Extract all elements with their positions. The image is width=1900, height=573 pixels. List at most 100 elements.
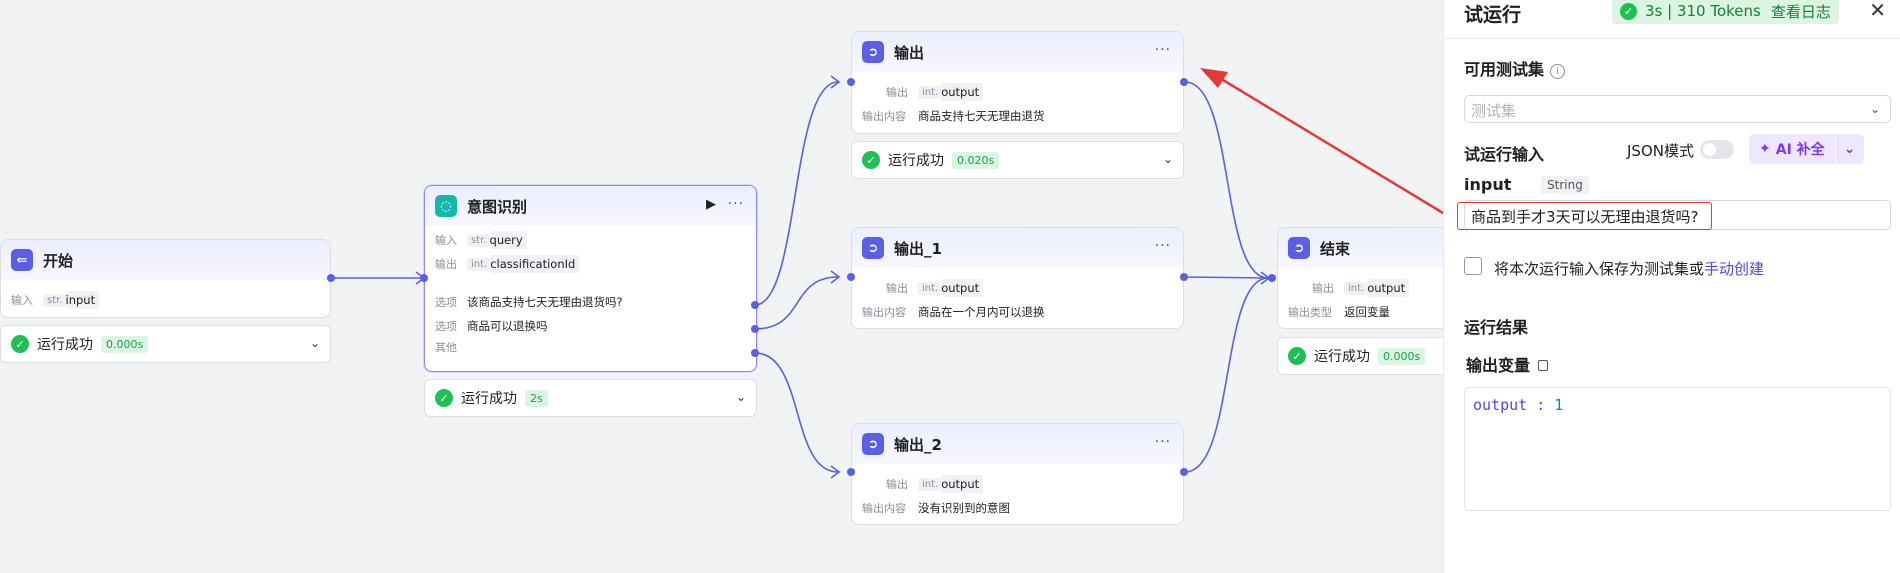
- output-label: 输出: [435, 258, 457, 271]
- info-icon[interactable]: i: [1550, 64, 1566, 79]
- output-status[interactable]: ✓ 运行成功 0.020s ⌄: [851, 141, 1184, 179]
- output1-out-port[interactable]: [1180, 273, 1188, 281]
- end-in-port[interactable]: [1268, 274, 1276, 282]
- type-tag: str.: [467, 233, 490, 247]
- edge-intent-output1: [754, 276, 839, 330]
- close-icon[interactable]: ✕: [1869, 0, 1886, 22]
- save-testset-checkbox[interactable]: [1464, 257, 1482, 275]
- output-label: 输出: [1312, 282, 1334, 295]
- start-status[interactable]: ✓ 运行成功 0.000s ⌄: [0, 325, 331, 363]
- view-log-link[interactable]: 查看日志: [1770, 2, 1831, 21]
- output2-node[interactable]: ➲ 输出_2 ··· 输出 int.output 输出内容 没有识别到的意图: [851, 423, 1184, 525]
- type-label: 输出类型: [1288, 306, 1332, 319]
- output-label: 输出: [886, 282, 908, 295]
- testset-placeholder: 测试集: [1471, 102, 1517, 120]
- type-tag: int.: [1344, 281, 1368, 295]
- chevron-down-icon: ⌄: [1869, 102, 1880, 116]
- output-key: output: [1473, 396, 1528, 414]
- type-tag: int.: [467, 257, 491, 271]
- ai-complete-button[interactable]: ✦AI 补全 ⌄: [1749, 134, 1864, 164]
- status-text: 运行成功: [1314, 349, 1370, 365]
- node-title: 输出_1: [894, 239, 942, 258]
- var-name: output: [1367, 279, 1410, 297]
- input-type-tag: String: [1541, 176, 1589, 194]
- output-var-section: 输出变量: [1466, 352, 1549, 376]
- more-icon[interactable]: ···: [727, 196, 744, 212]
- content-value: 商品在一个月内可以退换: [918, 305, 1045, 319]
- play-icon[interactable]: ▶: [706, 197, 716, 212]
- output-node[interactable]: ➲ 输出 ··· 输出 int.output 输出内容 商品支持七天无理由退货: [851, 31, 1184, 134]
- var-name: output: [941, 279, 984, 297]
- type-value: 返回变量: [1344, 305, 1390, 319]
- more-icon[interactable]: ···: [1154, 434, 1171, 450]
- check-icon: ✓: [862, 151, 880, 169]
- end-icon: ➲: [1288, 237, 1310, 259]
- intent-option2-port[interactable]: [751, 325, 759, 333]
- copy-icon[interactable]: [1538, 360, 1549, 371]
- status-text: 运行成功: [888, 153, 944, 169]
- input-param-label: input: [1464, 175, 1512, 194]
- node-title: 结束: [1320, 239, 1351, 258]
- time-badge: 0.000s: [101, 335, 149, 353]
- more-icon[interactable]: ···: [1154, 42, 1171, 58]
- chevron-down-icon[interactable]: ⌄: [309, 336, 320, 350]
- output-label: 输出: [886, 86, 908, 99]
- intent-status[interactable]: ✓ 运行成功 2s ⌄: [424, 379, 757, 417]
- output1-in-port[interactable]: [847, 273, 855, 281]
- node-title: 意图识别: [467, 197, 528, 216]
- option-label: 选项: [435, 296, 457, 309]
- end-status[interactable]: ✓ 运行成功 0.000s: [1277, 337, 1457, 375]
- type-tag: int.: [918, 281, 942, 295]
- content-label: 输出内容: [862, 306, 906, 319]
- other-label: 其他: [435, 341, 457, 354]
- testset-select[interactable]: 测试集 ⌄: [1464, 95, 1891, 123]
- manual-create-link[interactable]: 手动创建: [1704, 260, 1765, 278]
- output-in-port[interactable]: [847, 78, 855, 86]
- status-text: 运行成功: [37, 337, 93, 353]
- type-tag: str.: [43, 293, 66, 307]
- option-label: 选项: [435, 320, 457, 333]
- more-icon[interactable]: ···: [1154, 238, 1171, 254]
- end-node[interactable]: ➲ 结束 输出 int.output 输出类型 返回变量: [1277, 227, 1457, 329]
- content-label: 输出内容: [862, 502, 906, 515]
- workflow-canvas[interactable]: ⇚ 开始 输入 str.input ✓ 运行成功 0.000s ⌄ ◌ 意图识别…: [0, 0, 1457, 573]
- chevron-down-icon[interactable]: ⌄: [1162, 152, 1173, 166]
- testset-label: 可用测试集: [1464, 60, 1545, 79]
- ai-button-label: AI 补全: [1775, 142, 1825, 158]
- output1-node[interactable]: ➲ 输出_1 ··· 输出 int.output 输出内容 商品在一个月内可以退…: [851, 227, 1184, 329]
- input-label: 输入: [11, 294, 33, 307]
- time-badge: 0.020s: [952, 151, 1000, 169]
- edge-output-end: [1184, 81, 1269, 279]
- output-json-viewer: output : 1: [1464, 387, 1891, 511]
- var-name: classificationId: [490, 255, 580, 273]
- output-label: 输出: [886, 478, 908, 491]
- type-tag: int.: [918, 477, 942, 491]
- output2-out-port[interactable]: [1180, 468, 1188, 476]
- start-icon: ⇚: [11, 249, 33, 271]
- json-mode-label: JSON模式: [1627, 142, 1694, 160]
- output-icon: ➲: [862, 237, 884, 259]
- intent-other-port[interactable]: [751, 349, 759, 357]
- content-value: 商品支持七天无理由退货: [918, 109, 1045, 123]
- chevron-down-icon[interactable]: ⌄: [735, 390, 746, 404]
- intent-option1-port[interactable]: [751, 301, 759, 309]
- status-text: 运行成功: [461, 391, 517, 407]
- node-title: 输出_2: [894, 435, 942, 454]
- save-testset-text: 将本次运行输入保存为测试集或手动创建: [1494, 258, 1764, 279]
- input-value: 商品到手才3天可以无理由退货吗?: [1471, 208, 1699, 226]
- content-value: 没有识别到的意图: [918, 501, 1010, 515]
- panel-title: 试运行: [1464, 4, 1522, 26]
- var-name: input: [65, 291, 100, 309]
- intent-in-port[interactable]: [420, 274, 428, 282]
- output-out-port[interactable]: [1180, 78, 1188, 86]
- json-mode-toggle[interactable]: [1700, 140, 1734, 159]
- output2-in-port[interactable]: [847, 468, 855, 476]
- output-value: 1: [1554, 396, 1564, 414]
- chevron-down-icon[interactable]: ⌄: [1843, 141, 1856, 157]
- start-out-port[interactable]: [327, 274, 335, 282]
- intent-node[interactable]: ◌ 意图识别 ▶ ··· 输入 str.query 输出 int.classif…: [424, 185, 757, 372]
- start-node[interactable]: ⇚ 开始 输入 str.input: [0, 239, 331, 318]
- run-summary-text: 3s | 310 Tokens: [1645, 2, 1761, 20]
- node-title: 开始: [43, 251, 74, 270]
